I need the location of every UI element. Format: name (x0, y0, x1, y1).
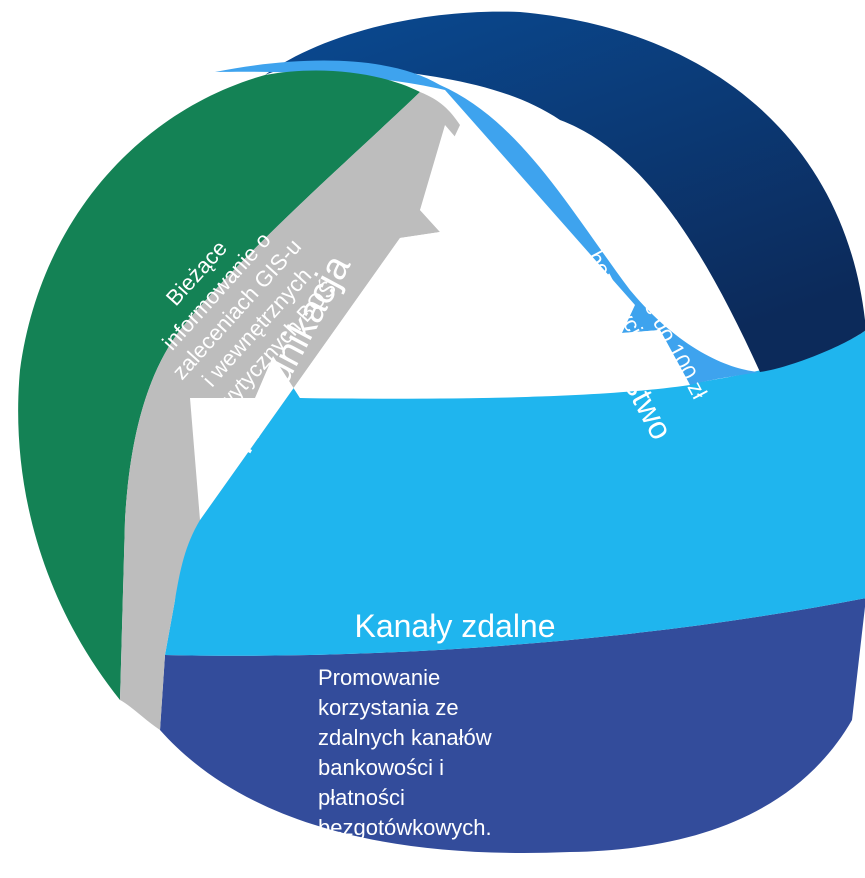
segment-remote-channels (160, 598, 865, 853)
description-line: Promowanie (318, 665, 440, 690)
band-remote-channels (165, 330, 865, 656)
description-line: bezgotówkowych. (318, 815, 492, 840)
band-communication (120, 92, 460, 730)
remote-channels-title: Kanały zdalne (354, 608, 555, 644)
description-line: bankowości i (318, 755, 444, 780)
description-line: zdalnych kanałów (318, 725, 492, 750)
segment-communication (18, 70, 421, 701)
description-line: płatności (318, 785, 405, 810)
remote-channels-description: Promowanie korzystania ze zdalnych kanałów… (318, 665, 492, 840)
description-line: korzystania ze (318, 695, 459, 720)
segment-security (265, 11, 865, 372)
inner-triangle (190, 125, 690, 520)
band-security (215, 60, 760, 385)
